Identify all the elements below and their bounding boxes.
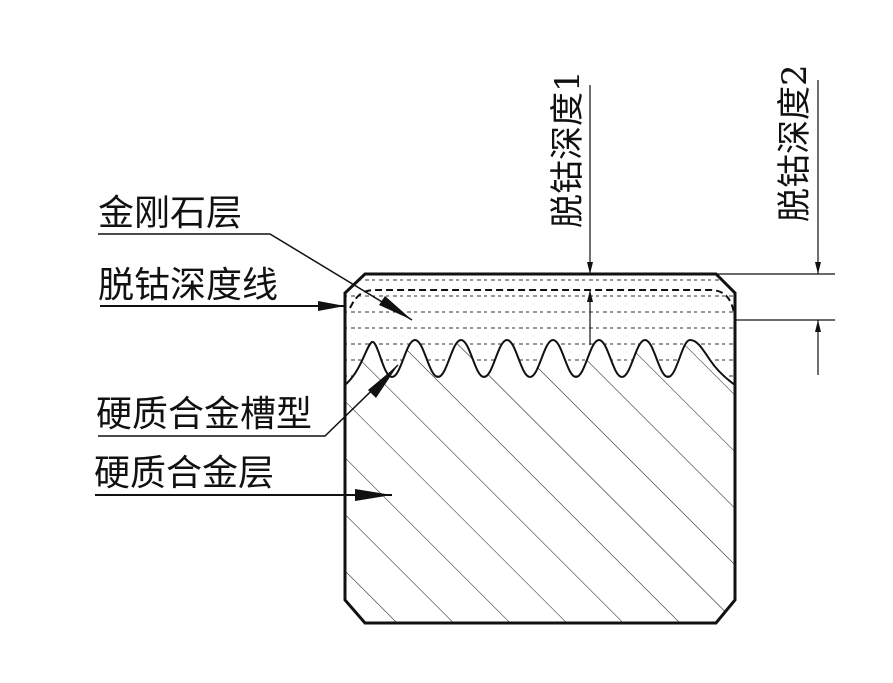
- leader-carbide-layer-arrowhead: [355, 489, 392, 501]
- carbide-groove-line: [344, 338, 736, 386]
- label-decobalt-depth-line: 脱钴深度线: [98, 265, 278, 306]
- label-carbide-groove: 硬质合金槽型: [96, 394, 312, 435]
- label-decobalt-depth-2: 脱钴深度2: [775, 64, 815, 222]
- diamond-dots: [345, 274, 735, 385]
- label-diamond-layer: 金刚石层: [98, 193, 242, 234]
- tool-body-fill: [345, 274, 735, 623]
- leader-decobalt-line-arrowhead: [318, 301, 345, 311]
- leader-diamond-layer: [98, 233, 413, 321]
- label-carbide-layer: 硬质合金层: [94, 453, 274, 494]
- tool-body-outline: [343, 272, 737, 625]
- leader-carbide-groove-arrowhead: [368, 365, 398, 398]
- label-decobalt-depth-1: 脱钴深度1: [548, 70, 588, 228]
- leader-diamond-layer-arrowhead: [379, 296, 412, 320]
- decobalt-depth-dashed-line: [349, 289, 736, 321]
